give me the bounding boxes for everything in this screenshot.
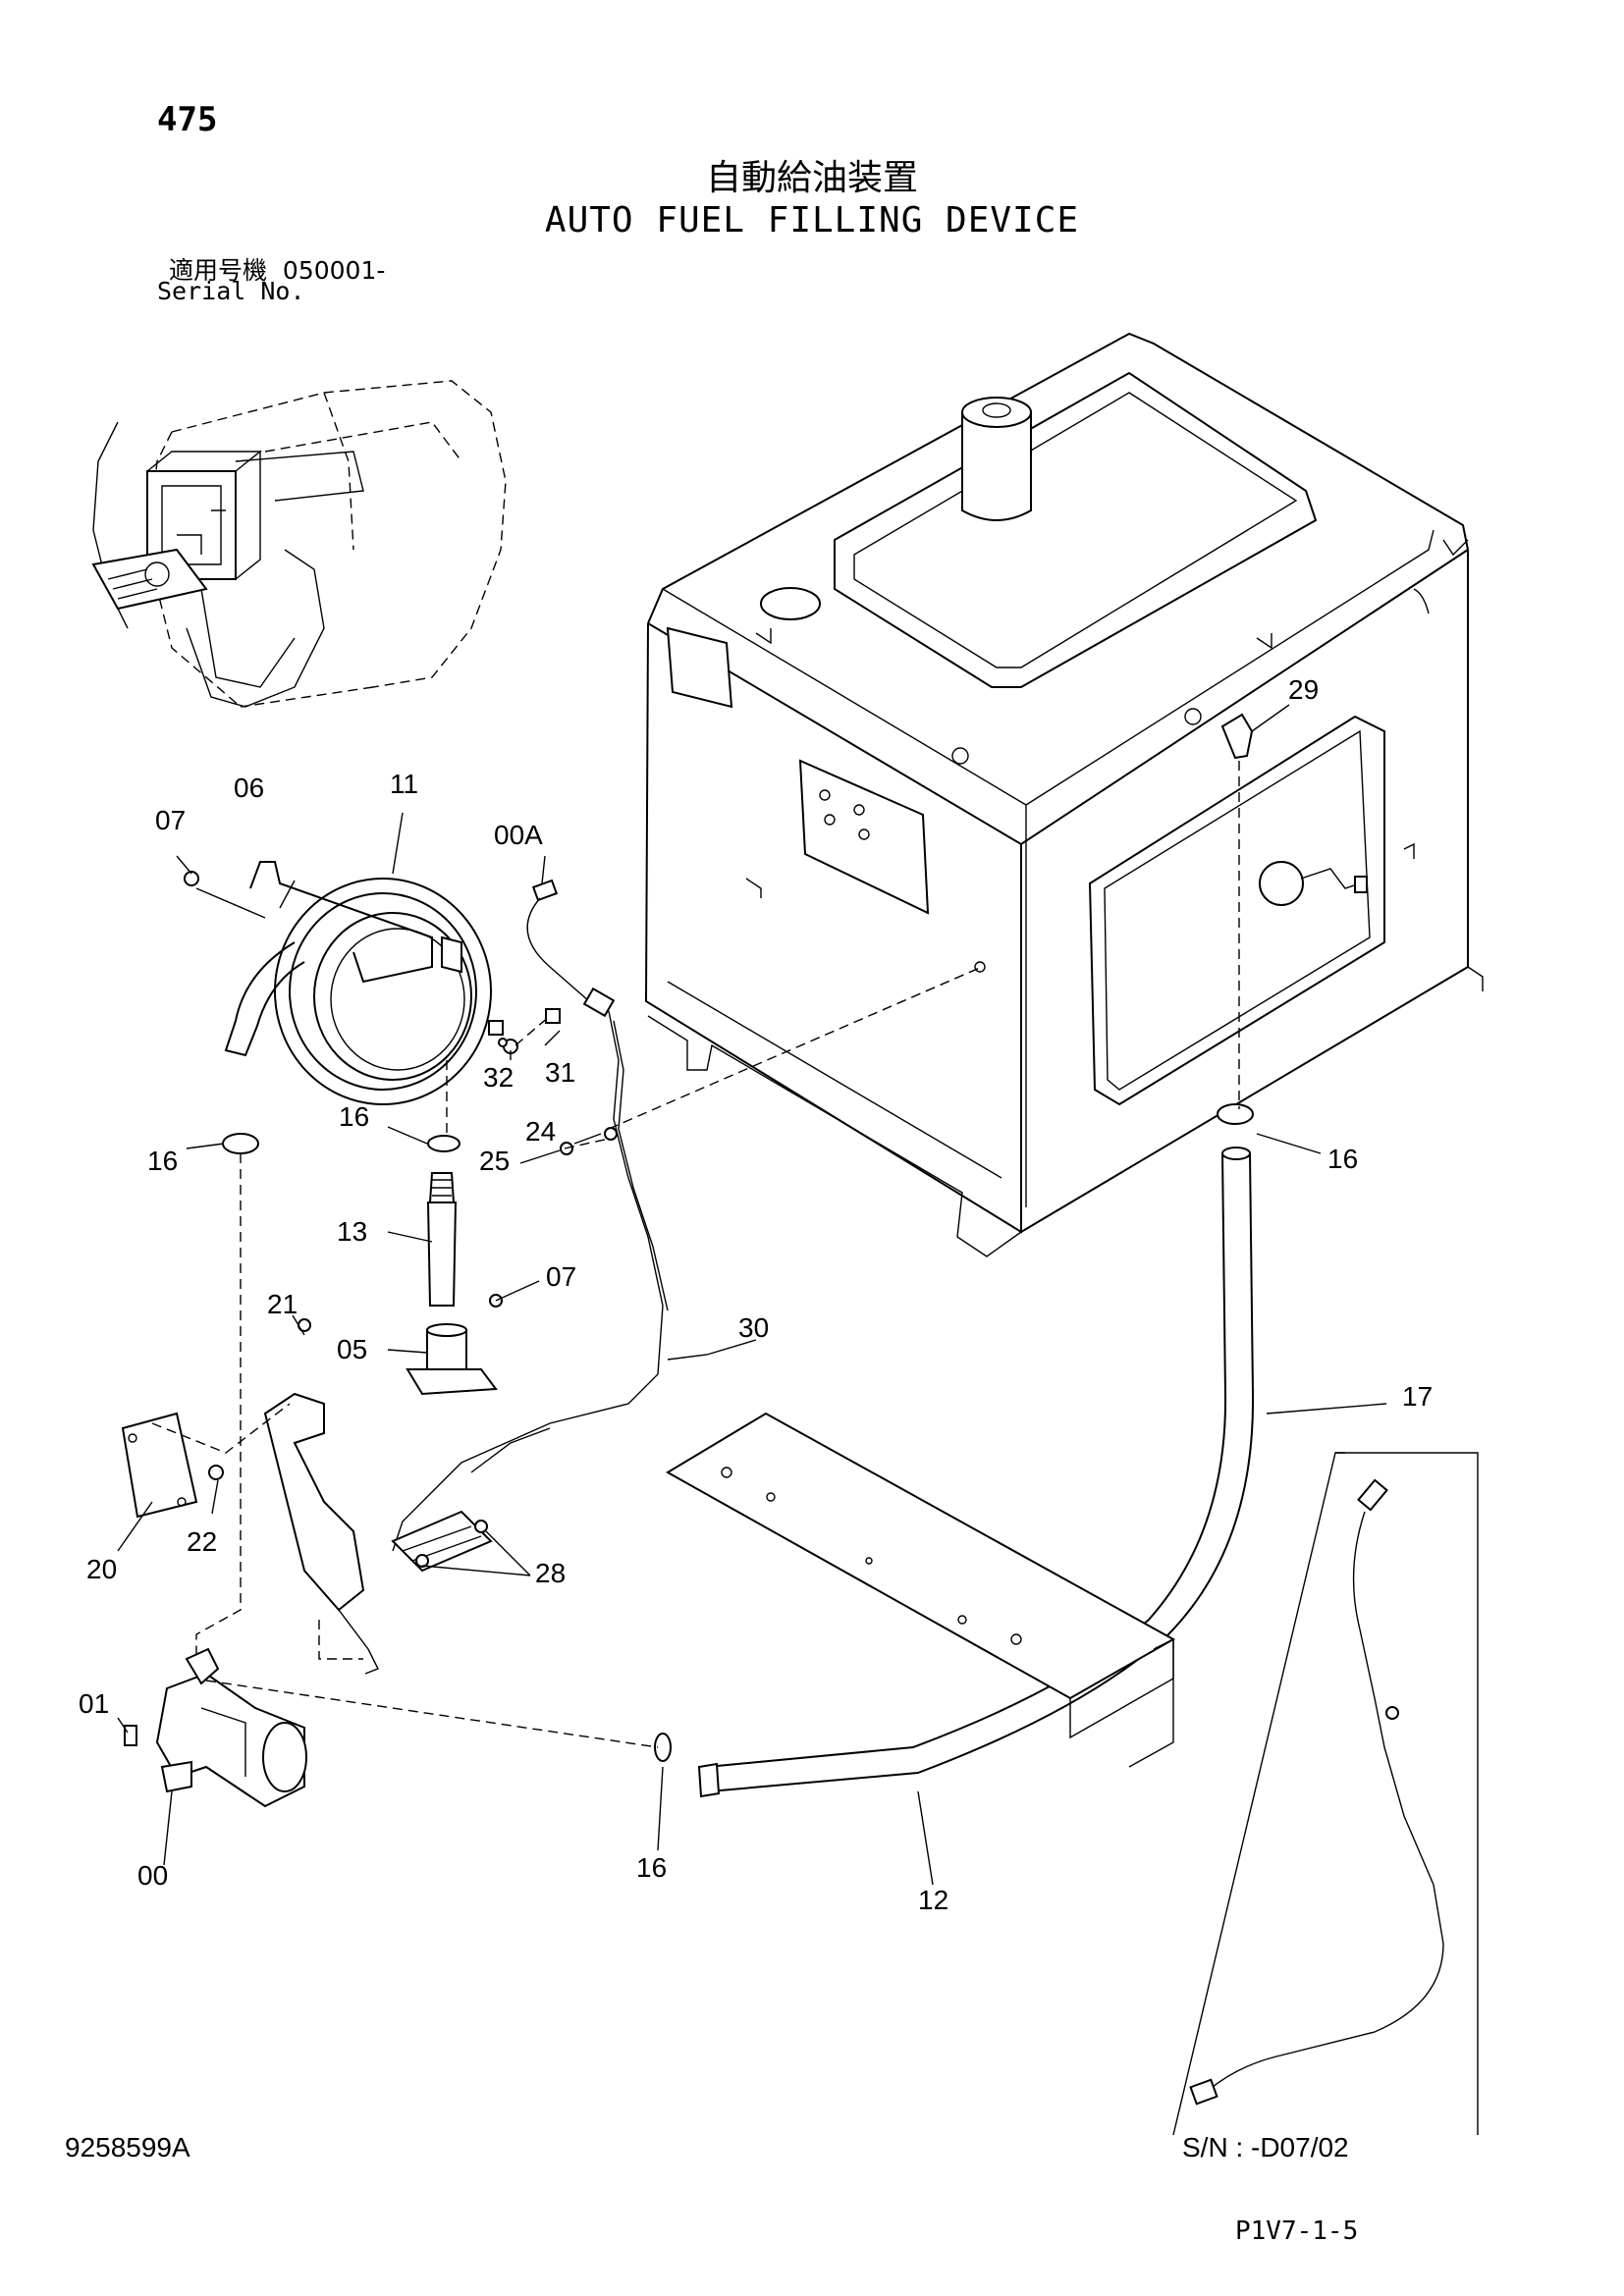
callout-31: 31 [545,1057,575,1088]
serial-label-jp: 適用号機 [169,256,268,285]
callout-16-right: 16 [1327,1144,1358,1174]
callout-00: 00 [137,1860,168,1891]
callout-28: 28 [535,1558,566,1588]
callout-32: 32 [483,1062,514,1093]
callout-24: 24 [525,1116,556,1147]
page-title-japanese: 自動給油装置 [705,158,918,198]
callout-29: 29 [1288,674,1319,705]
fuel-pump [124,1647,307,1808]
mounting-plate [666,1412,1176,1768]
mounting-brackets [121,1392,493,1675]
fuel-tank [644,332,1484,1257]
assembly-lines [151,761,1240,1748]
page-number: 475 [157,100,218,139]
page-title-english: AUTO FUEL FILLING DEVICE [544,200,1080,240]
callout-16-center: 16 [339,1101,369,1132]
callout-17: 17 [1402,1381,1433,1412]
fuel-hoses [222,1103,1255,1798]
leader-lines [117,704,1387,1886]
callout-05: 05 [337,1334,367,1364]
serial-label-en: Serial No. [157,277,305,305]
callout-07-top: 07 [155,805,186,835]
serial-number-range: S/N : -D07/02 [1182,2132,1349,2163]
callout-07-mid: 07 [546,1261,576,1292]
older-harness-inset [1172,1452,1479,2136]
nozzle-and-holder [298,1008,573,1396]
serial-applicability: 適用号機 050001- [169,251,385,287]
callout-00A: 00A [494,820,543,850]
machine-overview-inset [91,380,507,708]
callout-11: 11 [390,769,418,799]
callout-21: 21 [267,1289,298,1319]
hose-reel-assembly [184,861,492,1105]
callout-16-bottom: 16 [636,1852,667,1883]
callout-12: 12 [918,1885,948,1915]
callout-30: 30 [738,1312,769,1343]
callout-01: 01 [79,1688,109,1719]
wiring-harness [392,879,669,1552]
callout-22: 22 [187,1526,217,1557]
drawing-number: 9258599A [65,2132,190,2163]
callout-labels: 06 07 11 00A 29 31 32 16 16 16 24 25 13 … [79,674,1433,1915]
serial-range: 050001- [282,256,386,285]
page-code: P1V7-1-5 [1235,2216,1359,2246]
callout-16-left: 16 [147,1146,178,1176]
callout-25: 25 [479,1146,510,1176]
callout-20: 20 [86,1554,117,1584]
callout-13: 13 [337,1216,367,1247]
callout-06: 06 [234,773,264,803]
